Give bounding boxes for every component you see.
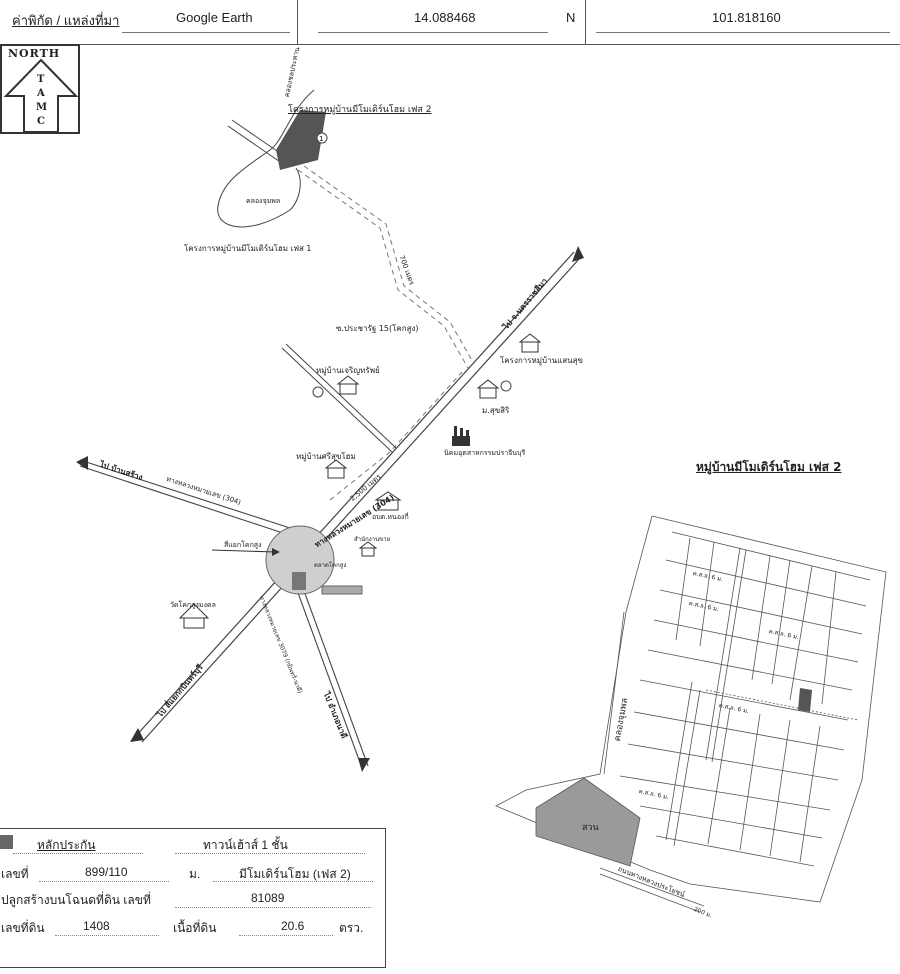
intersection-circle [265,525,335,595]
plot-highlight [798,688,812,712]
label-kokpet: สี่แยกโคกสูง [224,541,262,549]
source-underline [122,32,290,33]
area-unit: ตรว. [339,921,364,935]
property-info-box: หลักประกัน ทาวน์เฮ้าส์ 1 ชั้น เลขที่ 899… [0,828,386,968]
marker-1 [316,132,328,144]
market-row [321,585,363,595]
layout-plan [495,515,887,903]
legend-label: หลักประกัน [37,838,96,852]
marker-2 [500,380,512,392]
land-no-label: เลขที่ดิน [1,921,45,935]
plot-grid [619,531,871,867]
dashed-route-700m [297,169,469,369]
label-village-charoensap: หมู่บ้านเจริญทรัพย์ [316,366,380,375]
arrow-head-w [76,456,88,470]
house-icon-charoensap [336,375,360,395]
label-ban-suksiri: ม.สุขสิริ [482,406,510,415]
label-canal-curve: คลองจุมพล [246,197,281,205]
legend-swatch [0,835,13,849]
area-underline [239,935,333,936]
village-underline [213,881,373,882]
road-charoensap [281,343,397,453]
north-letter-m: M [36,102,48,113]
label-village-saensuk: โครงการหมู่บ้านแสนสุข [500,356,583,365]
house-icon-suksiri [476,379,500,399]
label-village-sisukhome: หมู่บ้านศรีสุขโฮม [296,452,356,461]
deed-underline [175,907,371,908]
garden-area [535,777,641,867]
highway-304 [133,251,581,743]
arrow-head-s [358,758,370,772]
area-label: เนื้อที่ดิน [173,921,217,935]
dashed-route-2500m [329,371,463,501]
coord-label: ค่าพิกัด / แหล่งที่มา [12,13,120,28]
layout-bottom-road [599,867,705,913]
house-icon-saensuk [518,333,542,353]
marker-3 [312,386,324,398]
header-cell-latitude: 14.088468 N [298,0,586,44]
north-letter-c: C [37,116,45,127]
arrow-head-sw [130,728,144,742]
label-wat: วัดโคกสูงมงคล [170,601,216,609]
village-value: มีโมเดิร์นโฮม (เฟส 2) [239,867,351,881]
deed-value: 81089 [251,891,285,905]
label-project-phase1: โครงการหมู่บ้านมีโมเดิร์นโฮม เฟส 1 [184,244,312,253]
pointer-kokpet [211,549,277,553]
layout-plan-title: หมู่บ้านมีโมเดิร์นโฮม เฟส 2 [696,460,842,474]
source-value: Google Earth [176,10,253,25]
header-cell-source: ค่าพิกัด / แหล่งที่มา Google Earth [0,0,298,44]
north-arrow-icon [3,58,79,133]
north-letter-a: A [37,88,45,99]
house-no-value: 899/110 [85,865,128,879]
label-police: สำนักงานขาย [354,536,391,543]
temple-icon [178,603,210,629]
market-block [292,572,306,590]
header-cell-longitude: 101.818160 [586,0,900,44]
lat-hemisphere: N [566,10,576,25]
svg-text:1: 1 [319,135,323,143]
house-no-underline [39,881,169,882]
road-to-ban-sang [79,459,291,535]
house-icon-police [358,541,378,557]
office-icon-obt [374,491,402,511]
arrow-head-ne [572,246,584,262]
land-no-underline [55,935,159,936]
north-letter-t: T [37,74,45,85]
project-phase2-block [276,110,326,170]
area-value: 20.6 [281,919,305,933]
north-arrow-box: NORTH T A M C [0,44,80,134]
land-no-value: 1408 [83,919,110,933]
lon-underline [596,32,890,33]
moo-label: ม. [189,867,201,881]
label-industrial: นิคมอุตสาหกรรมปราจีนบุรี [444,449,526,457]
house-icon-sisuk [324,459,348,479]
legend-underline [13,853,143,854]
label-road-prachachuen: ซ.ประชารัฐ 15(โคกสูง) [336,324,419,333]
label-project-phase2: โครงการหมู่บ้านมีโมเดิร์นโฮม เฟส 2 [288,105,432,115]
building-type: ทาวน์เฮ้าส์ 1 ชั้น [203,838,288,852]
factory-icon [452,426,470,446]
building-underline [175,853,365,854]
longitude-value: 101.818160 [712,10,781,25]
north-label: NORTH [8,47,61,60]
label-obt: อบต.หนองกี่ [372,513,409,521]
layout-garden-label: สวน [582,823,599,833]
house-no-label: เลขที่ [1,867,29,881]
header-bar: ค่าพิกัด / แหล่งที่มา Google Earth 14.08… [0,0,900,45]
canal-curve [217,89,315,228]
lat-underline [318,32,548,33]
deed-label: ปลูกสร้างบนโฉนดที่ดิน เลขที่ [1,893,151,907]
label-market: ตลาดโคกสูง [314,562,347,569]
latitude-value: 14.088468 [414,10,476,25]
